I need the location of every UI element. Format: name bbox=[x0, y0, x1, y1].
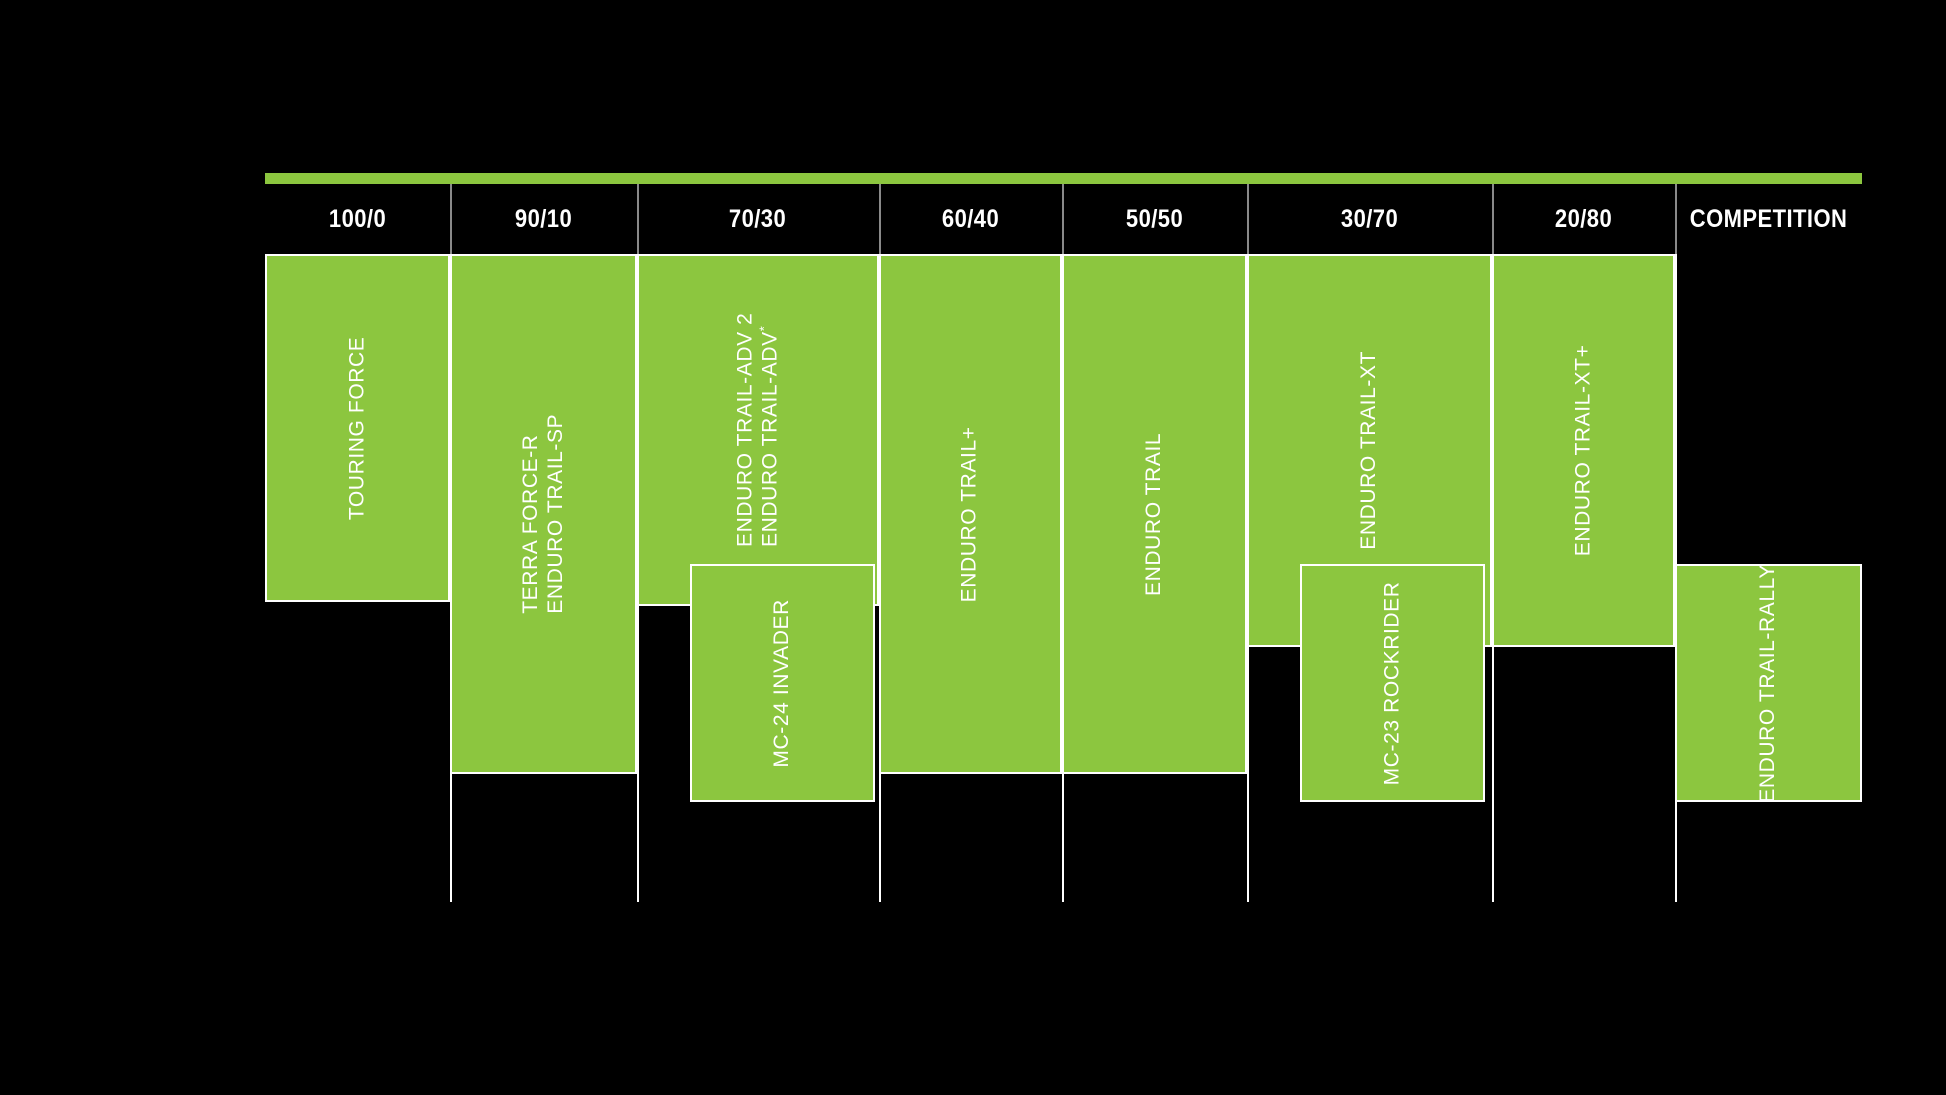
ratio-header-label: 90/10 bbox=[514, 204, 573, 233]
product-bar-label-group: TOURING FORCE bbox=[267, 256, 448, 600]
ratio-header-cell: 50/50 bbox=[1062, 184, 1247, 254]
product-bar[interactable]: ENDURO TRAIL-XT+ bbox=[1492, 254, 1675, 647]
product-bar-label-group: MC-23 ROCKRIDER bbox=[1302, 566, 1483, 800]
header-column-divider bbox=[1062, 184, 1064, 254]
ratio-header-row: 100/0 90/10 70/30 60/40 50/50 30/70 20/80 COMPE… bbox=[265, 184, 1862, 254]
product-bar-label: ENDURO TRAIL-SP bbox=[543, 414, 567, 614]
product-bar-label: ENDURO TRAIL-XT bbox=[1357, 351, 1381, 550]
header-column-divider bbox=[879, 184, 881, 254]
product-bar-label-group: ENDURO TRAIL-XT+ bbox=[1494, 256, 1673, 645]
product-bar-label: ENDURO TRAIL bbox=[1142, 432, 1166, 596]
header-column-divider bbox=[450, 184, 452, 254]
header-column-divider bbox=[1247, 184, 1249, 254]
header-column-divider bbox=[1492, 184, 1494, 254]
header-column-divider bbox=[1675, 184, 1677, 254]
product-bar-label: ENDURO TRAIL-ADV* bbox=[756, 325, 781, 548]
product-bar-label: ENDURO TRAIL-ADV 2 bbox=[733, 312, 757, 548]
product-bar-label: ENDURO TRAIL-XT+ bbox=[1571, 344, 1595, 557]
product-bar[interactable]: ENDURO TRAIL bbox=[1062, 254, 1247, 774]
header-column-divider bbox=[637, 184, 639, 254]
ratio-header-label: 20/80 bbox=[1554, 204, 1613, 233]
product-bar-label-group: ENDURO TRAIL-RALLY bbox=[1677, 566, 1860, 800]
ratio-header-cell: 60/40 bbox=[879, 184, 1062, 254]
ratio-header-cell: 100/0 bbox=[265, 184, 450, 254]
product-bar[interactable]: ENDURO TRAIL+ bbox=[879, 254, 1062, 774]
product-bar-label: ENDURO TRAIL+ bbox=[958, 425, 982, 603]
product-bar-label: TOURING FORCE bbox=[345, 336, 369, 520]
product-bar-label: TERRA FORCE-R bbox=[518, 434, 542, 614]
footnote-asterisk-icon: * bbox=[756, 325, 771, 332]
product-bar-label: MC-24 INVADER bbox=[770, 598, 794, 768]
top-accent-rule bbox=[265, 173, 1862, 184]
product-bar[interactable]: ENDURO TRAIL-RALLY bbox=[1675, 564, 1862, 802]
product-bar-label: MC-23 ROCKRIDER bbox=[1380, 581, 1404, 785]
ratio-header-cell: 20/80 bbox=[1492, 184, 1675, 254]
product-bar[interactable]: TOURING FORCE bbox=[265, 254, 450, 602]
product-bar-label: ENDURO TRAIL-RALLY bbox=[1756, 564, 1780, 802]
ratio-header-label: 50/50 bbox=[1125, 204, 1184, 233]
ratio-header-cell: 90/10 bbox=[450, 184, 637, 254]
ratio-header-label: COMPETITION bbox=[1689, 204, 1848, 233]
ratio-header-label: 30/70 bbox=[1340, 204, 1399, 233]
ratio-header-cell: 30/70 bbox=[1247, 184, 1492, 254]
product-bar[interactable]: MC-24 INVADER bbox=[690, 564, 875, 802]
ratio-header-cell: 70/30 bbox=[637, 184, 879, 254]
product-bar[interactable]: MC-23 ROCKRIDER bbox=[1300, 564, 1485, 802]
product-bar-label-group: ENDURO TRAIL+ bbox=[881, 256, 1060, 772]
product-bar-label-group: ENDURO TRAIL bbox=[1064, 256, 1245, 772]
ratio-header-label: 100/0 bbox=[328, 204, 387, 233]
ratio-header-label: 70/30 bbox=[729, 204, 787, 233]
ratio-header-label: 60/40 bbox=[941, 204, 1000, 233]
product-bar-label-group: MC-24 INVADER bbox=[692, 566, 873, 800]
ratio-header-cell: COMPETITION bbox=[1675, 184, 1862, 254]
